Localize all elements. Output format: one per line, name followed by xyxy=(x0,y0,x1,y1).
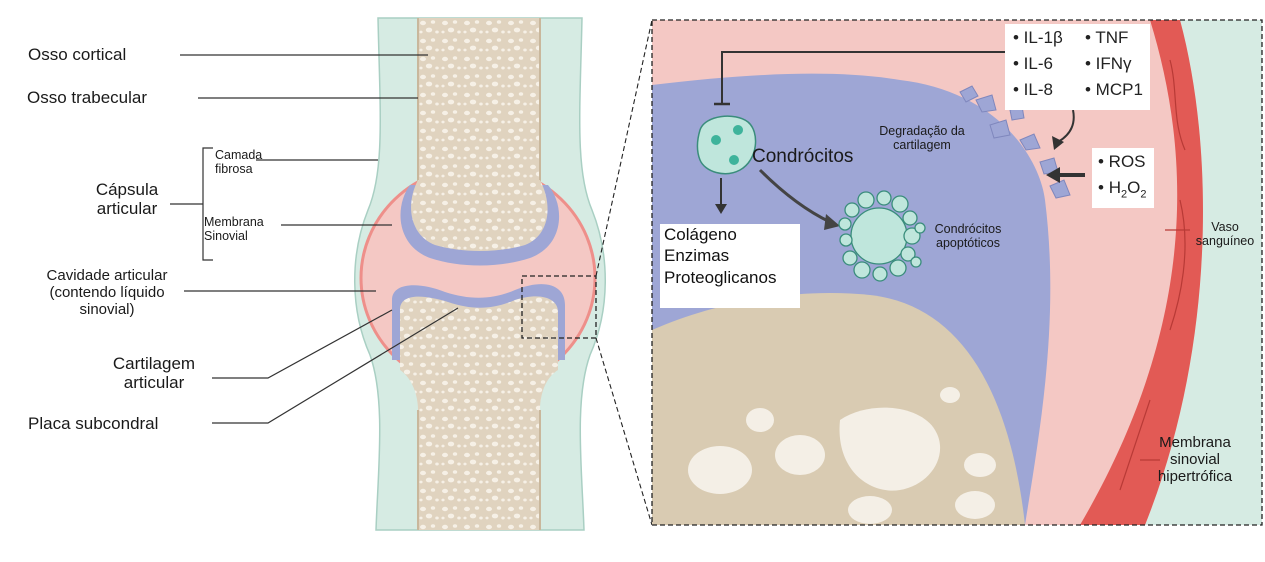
label-cartilagem-line2: articular xyxy=(100,373,208,392)
product-colageno: Colágeno xyxy=(660,224,800,245)
joint-overview xyxy=(355,18,652,530)
cytokine-ifng: • IFNγ xyxy=(1085,54,1132,74)
label-apoptoticos: Condrócitos apoptóticos xyxy=(920,222,1016,250)
label-membrana-hip-line3: hipertrófica xyxy=(1140,469,1250,486)
label-cartilagem-articular: Cartilagem articular xyxy=(100,354,208,392)
label-condrocitos: Condrócitos xyxy=(752,146,853,167)
label-membrana-hip-line2: sinovial xyxy=(1140,452,1250,469)
label-membrana-sinovial: Membrana Sinovial xyxy=(204,215,264,243)
upper-bone-shaft xyxy=(418,18,540,198)
label-vaso-sanguineo: Vaso sanguíneo xyxy=(1188,220,1262,248)
label-degradacao-line1: Degradação da xyxy=(866,124,978,138)
label-capsula-line1: Cápsula xyxy=(84,180,170,199)
cytokine-il1b: • IL-1β xyxy=(1013,28,1063,48)
label-camada-line1: Camada xyxy=(215,148,262,162)
label-osso-cortical: Osso cortical xyxy=(28,45,126,64)
label-membrana-hipertrofica: Membrana sinovial hipertrófica xyxy=(1140,435,1250,485)
lower-bone xyxy=(400,296,558,530)
label-membrana-line2: Sinovial xyxy=(204,229,264,243)
chondrocyte-cell xyxy=(697,116,755,173)
h2o2-o: O xyxy=(1127,178,1140,197)
label-cavidade-line2: (contendo líquido xyxy=(28,285,186,302)
label-membrana-hip-line1: Membrana xyxy=(1140,435,1250,452)
label-cavidade-articular: Cavidade articular (contendo líquido sin… xyxy=(28,268,186,318)
label-cavidade-line3: sinovial) xyxy=(28,302,186,319)
label-membrana-line1: Membrana xyxy=(204,215,264,229)
products-box: Colágeno Enzimas Proteoglicanos xyxy=(660,224,800,308)
ros-box: • ROS • H2O2 xyxy=(1092,148,1154,208)
label-vaso-line1: Vaso xyxy=(1188,220,1262,234)
label-camada-fibrosa: Camada fibrosa xyxy=(215,148,262,176)
upper-condyle xyxy=(411,180,548,251)
cytokine-il8: • IL-8 xyxy=(1013,80,1053,100)
h2o2-label: • H2O2 xyxy=(1098,178,1146,202)
product-enzimas: Enzimas xyxy=(660,245,800,266)
label-camada-line2: fibrosa xyxy=(215,162,262,176)
label-capsula-line2: articular xyxy=(84,199,170,218)
label-osso-trabecular: Osso trabecular xyxy=(27,88,147,107)
label-degradacao-line2: cartilagem xyxy=(866,138,978,152)
label-vaso-line2: sanguíneo xyxy=(1188,234,1262,248)
label-placa-subcondral: Placa subcondral xyxy=(28,414,158,433)
label-cartilagem-line1: Cartilagem xyxy=(100,354,208,373)
cytokine-il6: • IL-6 xyxy=(1013,54,1053,74)
label-apoptoticos-line1: Condrócitos xyxy=(920,222,1016,236)
cytokine-mcp1: • MCP1 xyxy=(1085,80,1143,100)
product-proteoglicanos: Proteoglicanos xyxy=(660,267,800,288)
label-cavidade-line1: Cavidade articular xyxy=(28,268,186,285)
cytokine-tnf: • TNF xyxy=(1085,28,1128,48)
label-capsula-articular: Cápsula articular xyxy=(84,180,170,218)
h2o2-bullet: • xyxy=(1098,178,1104,197)
h2o2-sub2: 2 xyxy=(1140,188,1146,200)
h2o2-h: H xyxy=(1109,178,1121,197)
label-degradacao: Degradação da cartilagem xyxy=(866,124,978,152)
cytokine-box: • IL-1β • TNF • IL-6 • IFNγ • IL-8 • MCP… xyxy=(1005,24,1150,110)
label-apoptoticos-line2: apoptóticos xyxy=(920,236,1016,250)
ros-label: • ROS xyxy=(1098,152,1146,172)
